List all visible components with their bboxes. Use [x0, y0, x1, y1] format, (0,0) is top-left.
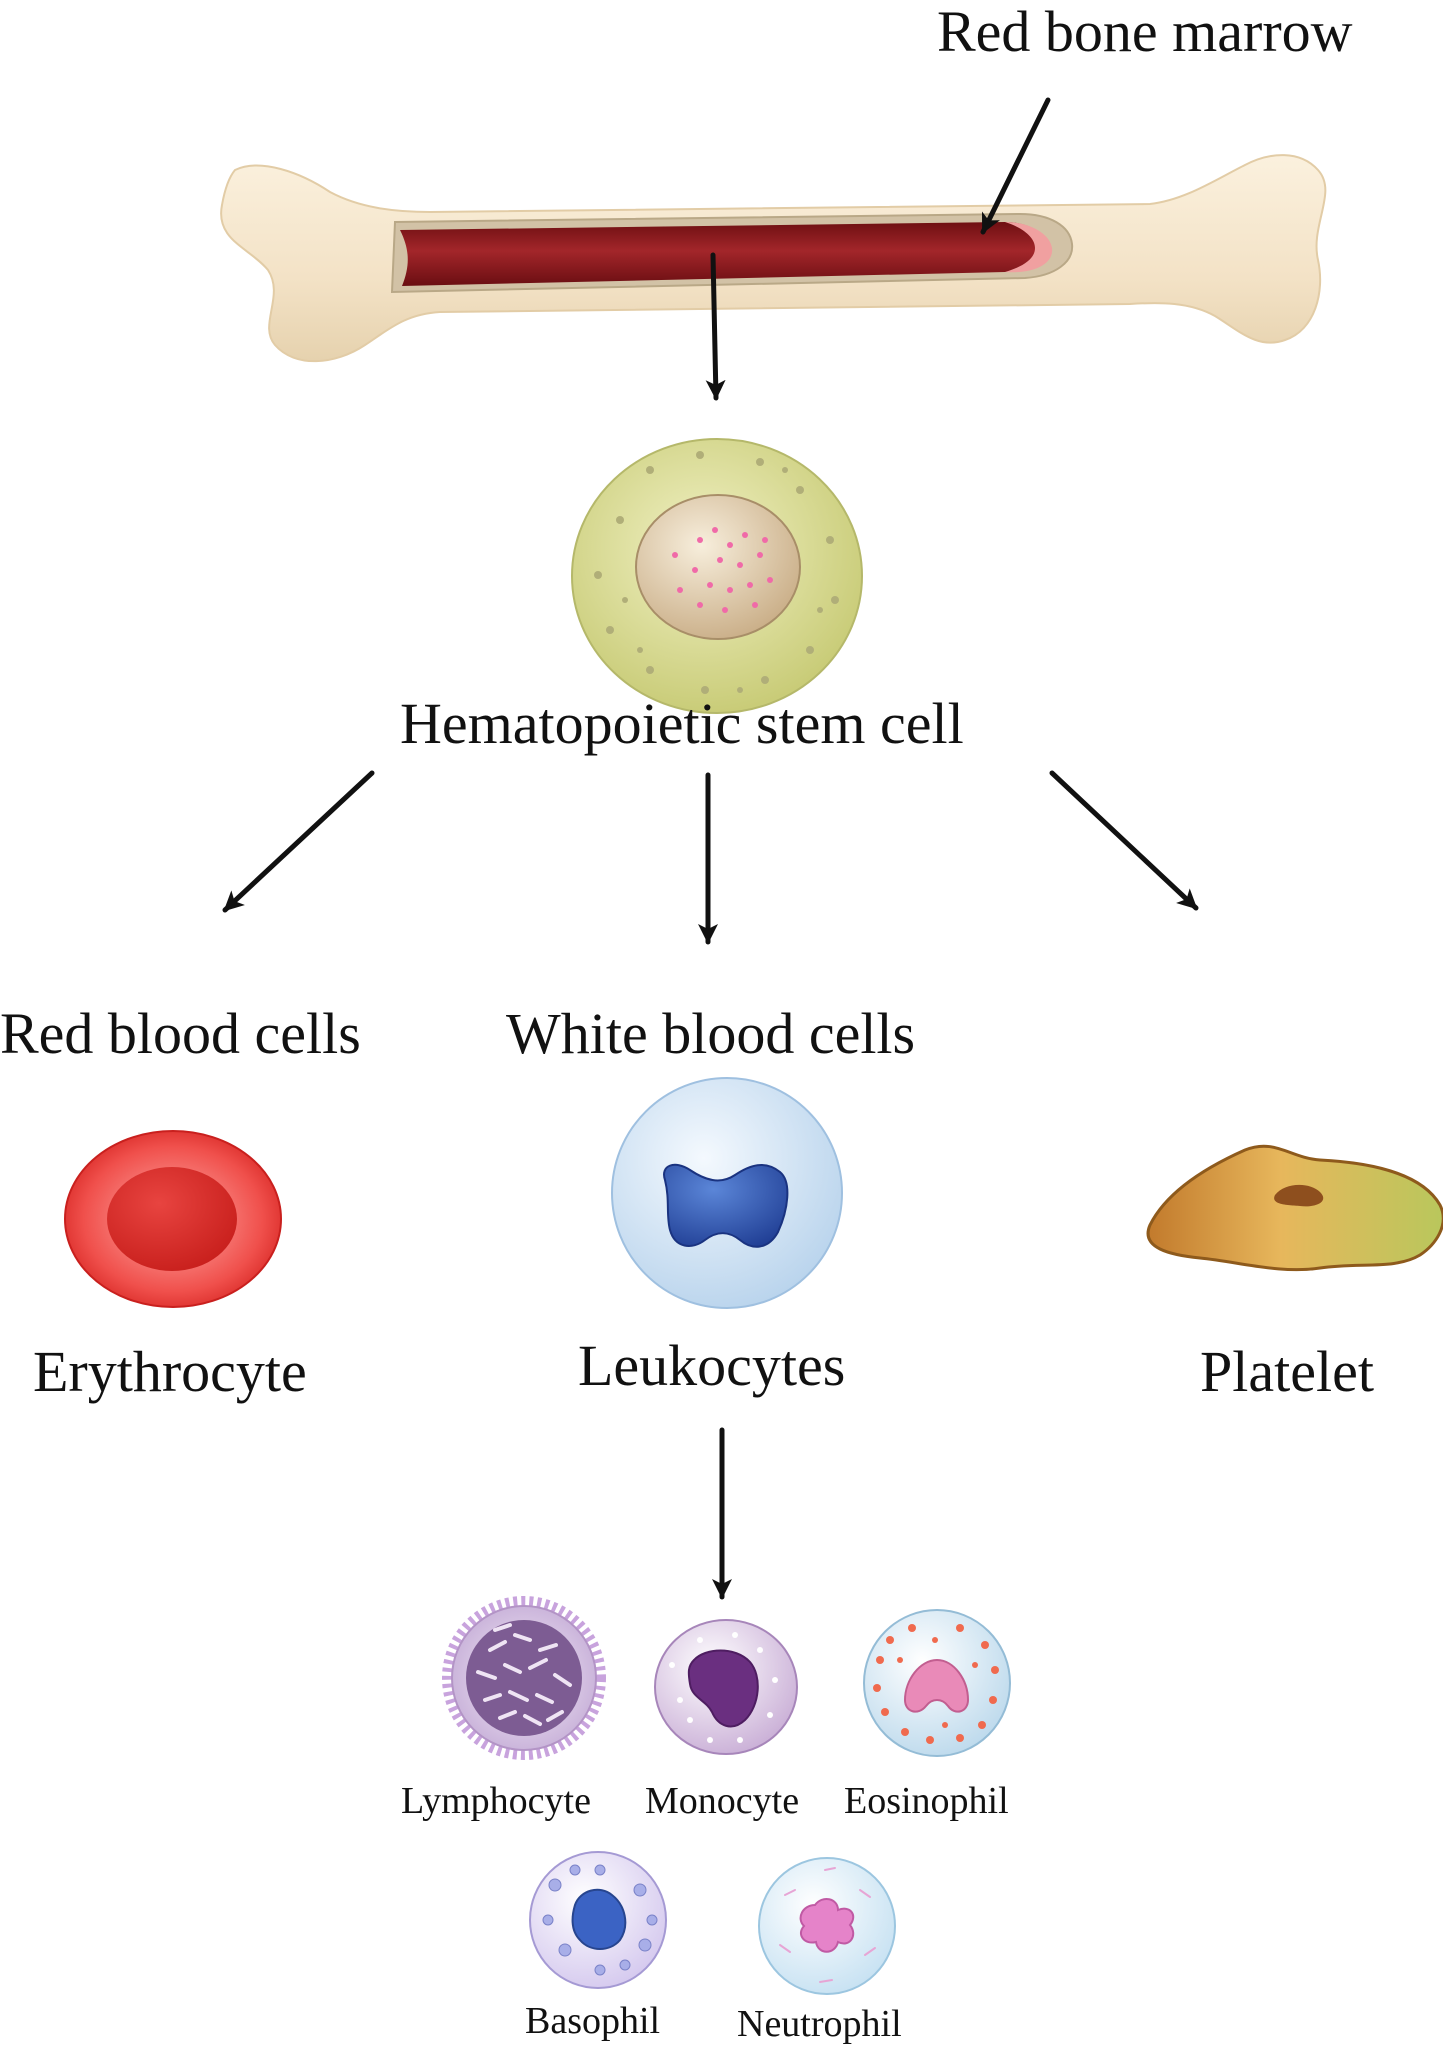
label-monocyte: Monocyte	[645, 1780, 800, 1822]
label-stem-cell: Hematopoietic stem cell	[400, 691, 964, 756]
eosinophil-cell	[863, 1609, 1011, 1757]
marrow-cavity	[400, 222, 1048, 286]
arrow-to-marrow	[980, 97, 1051, 235]
label-basophil: Basophil	[525, 2000, 661, 2042]
label-white-blood-cells: White blood cells	[506, 1001, 916, 1066]
neutrophil-cell	[758, 1857, 896, 1995]
label-red-bone-marrow: Red bone marrow	[937, 0, 1353, 64]
flow-arrows	[222, 97, 1199, 1600]
arrow-bone-to-stem	[705, 252, 726, 401]
marrow-rim	[1005, 222, 1053, 273]
arrow-stem-to-rbc	[222, 770, 375, 913]
label-erythrocyte: Erythrocyte	[33, 1339, 307, 1404]
label-red-blood-cells: Red blood cells	[0, 1001, 361, 1066]
label-lymphocyte: Lymphocyte	[401, 1780, 591, 1822]
label-leukocytes: Leukocytes	[578, 1333, 846, 1398]
label-platelet: Platelet	[1200, 1339, 1374, 1404]
stem-cell	[571, 438, 863, 714]
bone-illustration	[220, 154, 1327, 363]
arrow-stem-to-platelet	[1049, 770, 1199, 911]
label-eosinophil: Eosinophil	[844, 1780, 1009, 1822]
erythrocyte-cell	[64, 1130, 282, 1308]
basophil-cell	[529, 1851, 667, 1989]
platelet-cell	[1146, 1144, 1443, 1272]
label-neutrophil: Neutrophil	[737, 2003, 902, 2045]
lymphocyte-cell	[442, 1596, 606, 1760]
leukocyte-cell	[611, 1077, 843, 1309]
monocyte-cell	[654, 1619, 798, 1755]
